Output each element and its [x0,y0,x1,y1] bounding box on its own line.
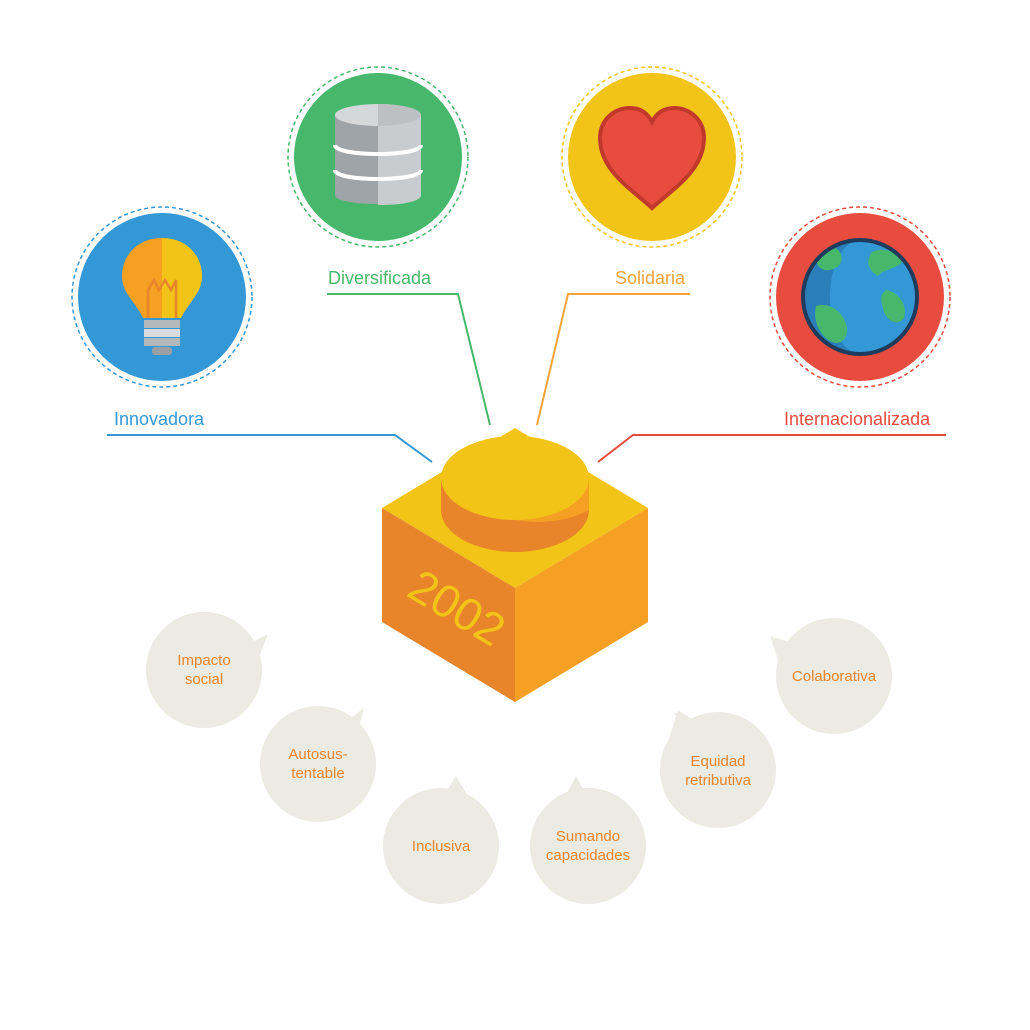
bubble-impacto-social [146,612,268,728]
connector-solidaria [536,293,690,426]
bubble-label-autosustentable: Autosus- tentable [263,745,373,783]
heart-icon [597,105,707,211]
connector-lines [107,293,946,463]
bubble-label-inclusiva: Inclusiva [386,837,496,856]
bubble-label-equidad-retributiva: Equidad retributiva [663,752,773,790]
bubble-line: Sumando [555,828,621,845]
bubble-autosustentable [260,706,376,822]
bubble-sumando-capacidades [530,776,646,904]
circle-diversificada [287,66,469,248]
bubble-label-sumando-capacidades: Sumando capacidades [533,827,643,865]
bubble-colaborativa [770,618,892,734]
connector-innovadora [107,434,433,463]
bubble-line: retributiva [685,772,751,789]
circle-internacionalizada [769,206,951,388]
bubble-line: Inclusiva [411,838,471,855]
globe-icon [801,238,919,356]
bubble-inclusiva [383,776,499,904]
circle-innovadora [71,206,253,388]
bubble-line: tentable [291,765,345,782]
bubble-line: Equidad [690,753,746,770]
database-icon [333,104,423,205]
bubble-equidad-retributiva [660,710,776,828]
connector-internacionalizada [597,434,946,463]
lightbulb-icon [122,238,202,355]
bubble-line: capacidades [545,847,631,864]
connector-diversificada [327,293,491,426]
label-solidaria: Solidaria [615,268,686,288]
bubble-line: Impacto [177,652,231,669]
label-innovadora: Innovadora [114,409,205,429]
label-internacionalizada: Internacionalizada [784,409,931,429]
bubble-label-impacto-social: Impacto social [149,651,259,689]
circle-solidaria [561,66,743,248]
bubble-label-colaborativa: Colaborativa [779,667,889,686]
bubble-line: Autosus- [288,746,348,763]
bubble-line: Colaborativa [791,668,877,685]
label-diversificada: Diversificada [328,268,432,288]
bubble-line: social [184,671,224,688]
lego-brick: 2002 [382,428,648,702]
